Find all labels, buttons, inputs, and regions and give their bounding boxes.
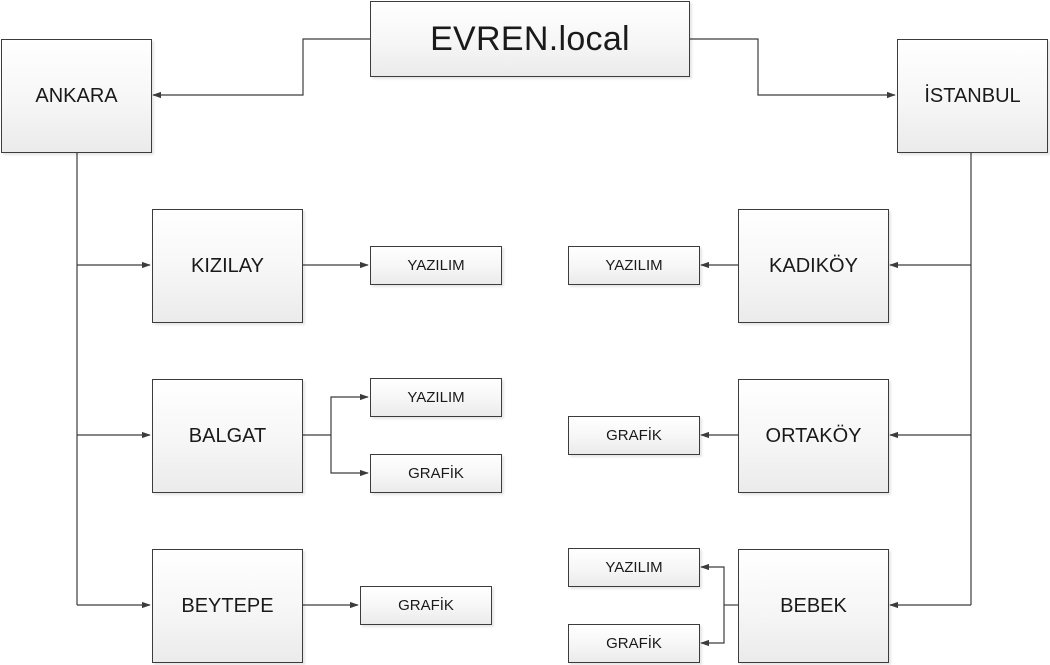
district-label: BEBEK <box>780 594 847 617</box>
dept-node-bebek-yazilim[interactable]: YAZILIM <box>568 548 700 587</box>
dept-label: GRAFİK <box>606 635 662 652</box>
dept-label: YAZILIM <box>407 389 465 406</box>
edge-root-istanbul <box>690 38 896 99</box>
dept-label: GRAFİK <box>398 597 454 614</box>
district-node-kizilay[interactable]: KIZILAY <box>152 209 303 323</box>
dept-label: YAZILIM <box>605 559 663 576</box>
city-node-ankara[interactable]: ANKARA <box>1 39 152 153</box>
district-node-ortakoy[interactable]: ORTAKÖY <box>738 379 889 493</box>
district-node-balgat[interactable]: BALGAT <box>152 379 303 493</box>
dept-node-balgat-yazilim[interactable]: YAZILIM <box>370 378 502 417</box>
city-label: ANKARA <box>35 84 118 107</box>
district-label: KADIKÖY <box>769 254 858 277</box>
dept-label: GRAFİK <box>408 465 464 482</box>
district-label: KIZILAY <box>191 254 264 277</box>
root-node-evren-local[interactable]: EVREN.local <box>370 1 690 77</box>
district-label: BEYTEPE <box>181 594 274 617</box>
district-node-beytepe[interactable]: BEYTEPE <box>152 549 303 663</box>
edge-balgat-grafik <box>330 435 369 477</box>
dept-node-beytepe-grafik[interactable]: GRAFİK <box>360 586 492 625</box>
dept-node-kadikoy-yazilim[interactable]: YAZILIM <box>568 246 700 285</box>
root-label: EVREN.local <box>430 19 630 58</box>
edge-bebek-yazilim <box>700 563 725 605</box>
district-label: ORTAKÖY <box>765 424 862 447</box>
district-node-bebek[interactable]: BEBEK <box>738 549 889 663</box>
district-node-kadikoy[interactable]: KADIKÖY <box>738 209 889 323</box>
edge-root-ankara <box>152 38 370 99</box>
dept-node-bebek-grafik[interactable]: GRAFİK <box>568 624 700 663</box>
dept-node-kizilay-yazilim[interactable]: YAZILIM <box>370 246 502 285</box>
dept-node-balgat-grafik[interactable]: GRAFİK <box>370 454 502 493</box>
dept-label: YAZILIM <box>605 257 663 274</box>
edge-balgat-yazilim <box>330 393 369 435</box>
dept-label: GRAFİK <box>606 427 662 444</box>
dept-node-ortakoy-grafik[interactable]: GRAFİK <box>568 416 700 455</box>
edge-bebek-grafik <box>700 605 725 647</box>
city-label: İSTANBUL <box>924 84 1021 107</box>
city-node-istanbul[interactable]: İSTANBUL <box>897 39 1048 153</box>
district-label: BALGAT <box>188 424 267 447</box>
dept-label: YAZILIM <box>407 257 465 274</box>
